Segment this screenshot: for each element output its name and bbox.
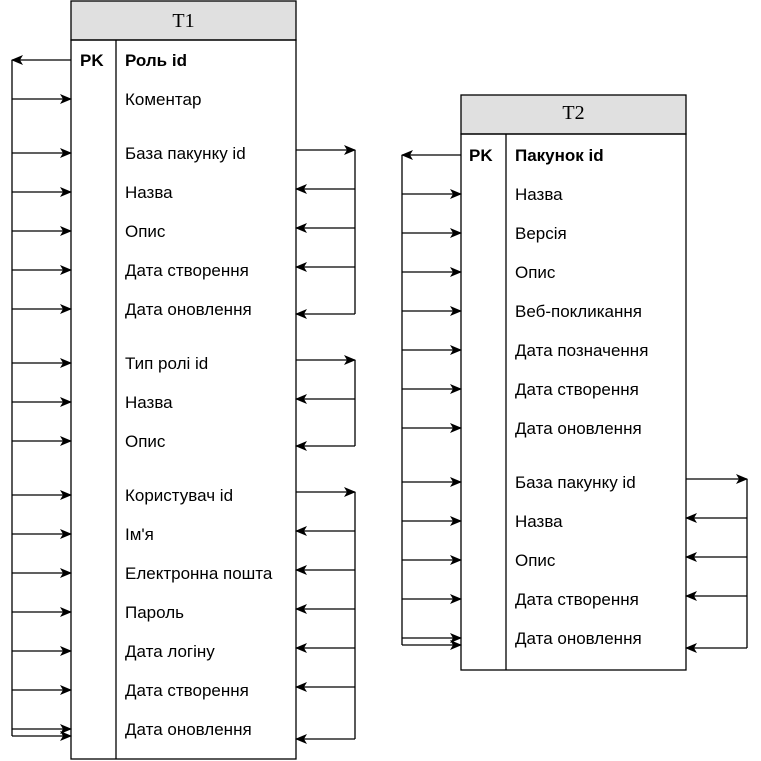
t1-field-8: Назва bbox=[125, 393, 173, 412]
t2-field-1: Назва bbox=[515, 185, 563, 204]
t2-field-5: Дата позначення bbox=[515, 341, 648, 360]
table-t1-pk-label: PK bbox=[80, 51, 104, 70]
table-t2-title: T2 bbox=[562, 102, 584, 124]
t1-field-7: Тип ролі id bbox=[125, 354, 208, 373]
t1-field-0: Роль id bbox=[125, 51, 187, 70]
t1-field-9: Опис bbox=[125, 432, 166, 451]
t2-field-12: Дата оновлення bbox=[515, 629, 642, 648]
table-t2-body bbox=[460, 133, 687, 671]
t1-field-10: Користувач id bbox=[125, 486, 233, 505]
t2-field-4: Веб-покликання bbox=[515, 302, 642, 321]
t2-field-6: Дата створення bbox=[515, 380, 639, 399]
t2-field-7: Дата оновлення bbox=[515, 419, 642, 438]
t2-field-2: Версія bbox=[515, 224, 567, 243]
table-t2-pk-label: PK bbox=[469, 146, 493, 165]
table-t2-header bbox=[460, 94, 687, 135]
t1-field-6: Дата оновлення bbox=[125, 300, 252, 319]
table-t1-header bbox=[70, 0, 297, 41]
table-t2: T2 PK Пакунок idНазваВерсіяОписВеб-покли… bbox=[401, 94, 748, 671]
table-t1-connectors bbox=[11, 55, 356, 744]
t1-field-3: Назва bbox=[125, 183, 173, 202]
t2-field-3: Опис bbox=[515, 263, 556, 282]
t2-field-0: Пакунок id bbox=[515, 146, 604, 165]
t1-field-11: Ім'я bbox=[125, 525, 154, 544]
t1-field-2: База пакунку id bbox=[125, 144, 246, 163]
t1-field-13: Пароль bbox=[125, 603, 184, 622]
t1-field-16: Дата оновлення bbox=[125, 720, 252, 739]
t1-field-15: Дата створення bbox=[125, 681, 249, 700]
t1-field-12: Електронна пошта bbox=[125, 564, 273, 583]
t2-field-8: База пакунку id bbox=[515, 473, 636, 492]
t1-field-4: Опис bbox=[125, 222, 166, 241]
t1-field-5: Дата створення bbox=[125, 261, 249, 280]
t2-field-10: Опис bbox=[515, 551, 556, 570]
t2-field-9: Назва bbox=[515, 512, 563, 531]
t2-field-11: Дата створення bbox=[515, 590, 639, 609]
table-t2-fields: Пакунок idНазваВерсіяОписВеб-покликанняД… bbox=[515, 146, 648, 648]
table-t1-title: T1 bbox=[172, 10, 194, 32]
table-t2-connectors bbox=[401, 150, 748, 653]
t1-field-14: Дата логіну bbox=[125, 642, 215, 661]
t1-field-1: Коментар bbox=[125, 90, 201, 109]
